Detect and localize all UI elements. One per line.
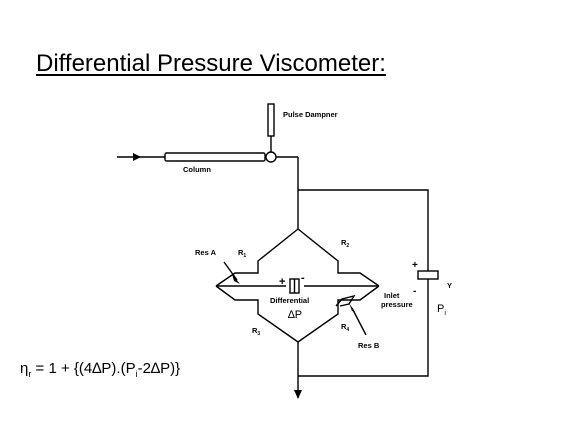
bridge-upper-left [215, 228, 299, 287]
tee-junction [265, 151, 277, 163]
bottom-loop-line [298, 288, 429, 377]
bridge-lower-left [215, 285, 299, 343]
delta-p-label: ∆P [288, 309, 302, 321]
differential-plus: + [279, 276, 285, 288]
res-a-pointer [223, 261, 238, 281]
bridge-lower-right [297, 285, 380, 343]
viscosity-formula: ηr = 1 + {(4∆P).(Pi-2∆P)} [20, 360, 181, 379]
column-label: Column [183, 165, 211, 174]
inlet-arrowhead [133, 153, 141, 161]
res-b-pointer [351, 307, 367, 336]
res-b-reservoir [335, 294, 356, 307]
res-a-label: Res A [195, 248, 217, 257]
res-a-arrowhead [232, 274, 240, 284]
inlet-label: Inlet [384, 291, 400, 300]
outlet-arrowhead [294, 390, 302, 399]
pulse-dampner-label: Pulse Dampner [283, 110, 338, 119]
bridge-upper-right [297, 228, 380, 287]
res-b-label: Res B [358, 341, 380, 350]
differential-minus: - [301, 272, 305, 284]
r1-label: R1 [238, 248, 246, 259]
inlet-minus: - [413, 286, 416, 297]
r3-label: R3 [252, 326, 260, 337]
pi-label: Pi [437, 303, 446, 317]
column-tube [164, 152, 266, 162]
y-label: Y [447, 281, 452, 290]
inlet-plus: + [412, 260, 418, 271]
res-b-arrowhead [349, 303, 355, 312]
differential-label: Differential [270, 296, 309, 305]
slide-title: Differential Pressure Viscometer: [36, 50, 386, 77]
pressure-label: pressure [381, 300, 413, 309]
r4-label: R4 [341, 322, 349, 333]
r2-label: R2 [341, 238, 349, 249]
top-loop-line [298, 189, 429, 261]
inlet-pressure-transducer [417, 270, 439, 280]
pulse-dampner-body [267, 103, 275, 137]
